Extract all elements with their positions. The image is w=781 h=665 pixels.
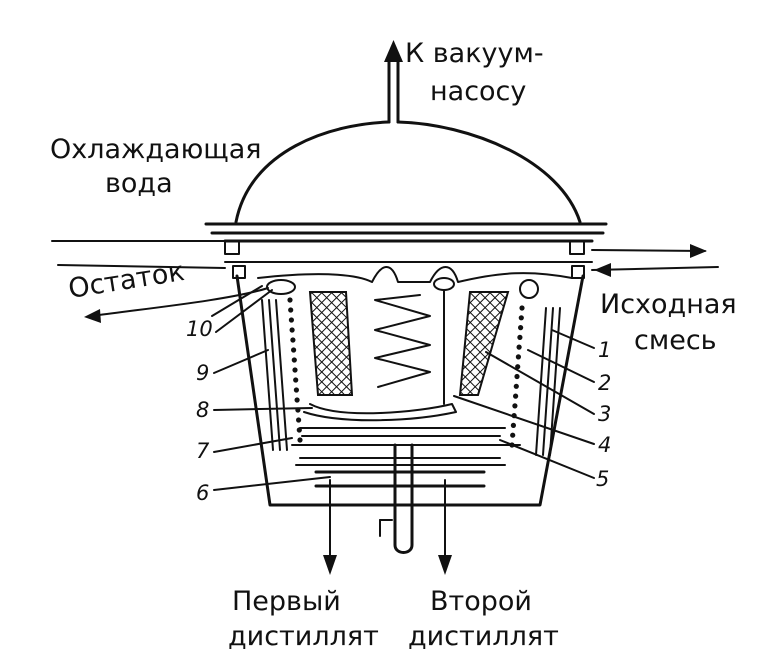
coil-dot [516,344,522,350]
part-number-7: 7 [196,439,210,463]
coil-dot [512,403,518,409]
heater-rods-left [261,299,288,451]
insulation-block-right [458,291,510,396]
dome-lid [234,120,582,224]
coil-dot [288,307,294,313]
coil-dot [518,325,524,331]
label-feed-line2: смесь [634,325,717,356]
insulation-block-left [308,291,354,396]
coil-dot [510,432,516,438]
coil-dot [288,317,294,323]
collecting-trays [291,403,521,473]
label-residue: Остаток [66,256,186,305]
coil-dot [291,347,297,353]
central-heater-spiral [374,294,431,388]
coil-dot [293,377,299,383]
part-number-2: 2 [598,371,611,395]
central-stem [393,443,414,554]
coil-dot [287,297,293,303]
coil-dot [291,357,297,363]
part-number-6: 6 [196,481,209,505]
coil-dot [515,354,522,360]
second-distillate-outlet [438,479,452,575]
leader-lines [211,285,595,491]
first-distillate-outlet [323,479,337,575]
label-vacuum-line2: насосу [430,76,526,107]
coil-dot [513,393,519,399]
label-cooling-line2: вода [105,168,173,199]
base-plate [314,470,486,488]
part-number-4: 4 [598,433,611,457]
condenser-coil-right [509,305,525,448]
cooling-water-lines [51,240,719,277]
label-cooling-line1: Охлаждающая [50,134,262,165]
condenser-coil-left [287,297,303,443]
feed-distributor [257,266,573,283]
label-second-distillate-line2: дистиллят [408,621,559,652]
label-first-distillate-line2: дистиллят [228,621,379,652]
part-number-1: 1 [598,338,611,362]
feed-tube [433,277,455,405]
lid-flanges [204,222,608,263]
heater-rods-right [535,307,561,456]
coil-dot [296,417,302,423]
coil-dot [518,315,524,321]
coil-dot [515,364,521,370]
flange-bolts [224,240,585,279]
part-number-9: 9 [196,361,209,385]
part-number-3: 3 [598,402,611,426]
coil-dot [510,422,516,428]
label-vacuum-line1: К вакуум- [405,38,544,69]
coil-dot [293,387,299,393]
coil-dot [289,327,295,333]
coil-dot [294,397,300,403]
coil-dot [513,383,519,389]
coil-dot [514,373,520,380]
coil-dot [292,367,298,373]
label-first-distillate-line1: Первый [232,586,341,617]
label-feed-line1: Исходная [600,289,737,320]
coil-dot [519,305,525,311]
vacuum-outlet-pipe [384,40,403,124]
coil-dot [290,337,296,343]
vessel-body [235,274,585,507]
label-second-distillate-line1: Второй [430,586,532,617]
part-number-8: 8 [196,398,209,422]
coil-dot [517,334,523,340]
part-number-5: 5 [596,467,609,491]
part-number-10: 10 [186,317,213,341]
coil-dot [297,437,303,443]
